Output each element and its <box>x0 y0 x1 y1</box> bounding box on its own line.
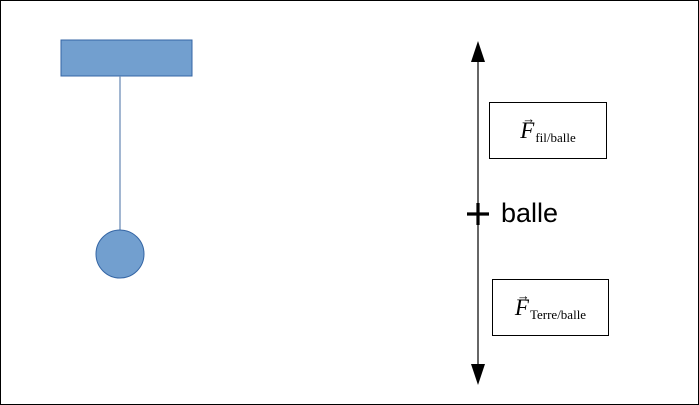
force-subscript: fil/balle <box>535 129 576 145</box>
force-vector-symbol: → F <box>520 112 535 143</box>
force-symbol: F <box>514 295 529 320</box>
force-label-fil-balle: → F fil/balle <box>489 102 607 159</box>
ball-label: balle <box>501 198 559 228</box>
force-label-terre-balle: → F Terre/balle <box>492 279 609 336</box>
support-block <box>60 39 193 77</box>
up-arrowhead <box>471 41 485 62</box>
vector-arrow-icon: → <box>516 288 530 303</box>
vector-arrow-icon: → <box>522 111 536 126</box>
ball-circle <box>95 229 145 279</box>
force-symbol: F <box>520 118 535 143</box>
force-subscript: Terre/balle <box>529 306 587 322</box>
force-vector-symbol: → F <box>514 289 530 320</box>
ball-point-marker <box>467 203 489 225</box>
down-arrowhead <box>471 364 485 385</box>
